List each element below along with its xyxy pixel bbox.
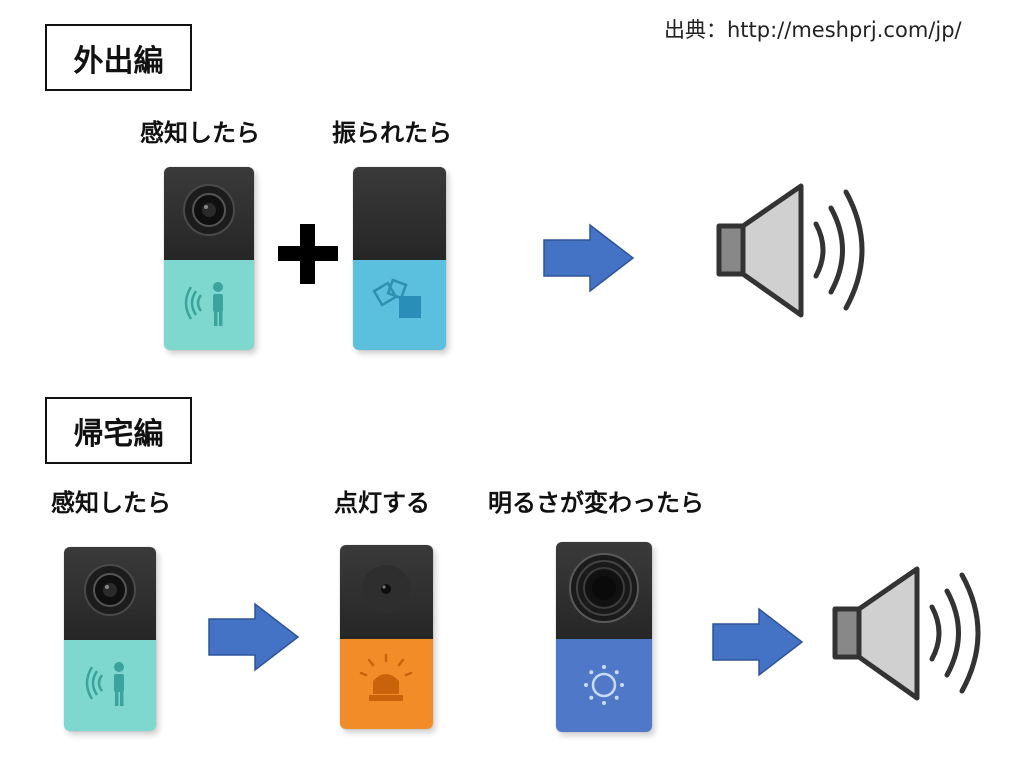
- step-label-light-on: 点灯する: [334, 489, 430, 517]
- move-sensor-block: [353, 167, 446, 350]
- person-waves-icon: [85, 662, 124, 706]
- brightness-sensor-block: [556, 542, 652, 732]
- led-block: [340, 545, 433, 729]
- light-sensor-dot-icon: [362, 565, 410, 613]
- speaker-icon: [832, 566, 981, 701]
- step-label-shaken: 振られたら: [332, 119, 452, 147]
- step-label-sense: 感知したら: [140, 119, 260, 147]
- siren-icon: [359, 653, 413, 701]
- plus-icon: [278, 224, 338, 284]
- step-label-brightness-change: 明るさが変わったら: [488, 489, 704, 517]
- sun-icon: [584, 665, 624, 705]
- motion-sensor-block: [64, 547, 156, 731]
- motion-sensor-block: [164, 167, 254, 350]
- person-waves-icon: [184, 282, 223, 326]
- arrow-right-icon: [712, 607, 804, 677]
- move-squares-icon: [372, 278, 421, 318]
- step-label-sense-2: 感知したら: [51, 489, 171, 517]
- speaker-grille-icon: [569, 553, 639, 623]
- source-credit: 出典：http://meshprj.com/jp/: [664, 18, 962, 42]
- speaker-icon: [716, 183, 865, 318]
- camera-lens-icon: [183, 184, 235, 236]
- section-title-homecoming: 帰宅編: [45, 397, 192, 464]
- section-title-outing: 外出編: [45, 24, 192, 91]
- camera-lens-icon: [84, 564, 136, 616]
- arrow-right-icon: [543, 223, 635, 293]
- arrow-right-icon: [208, 602, 300, 672]
